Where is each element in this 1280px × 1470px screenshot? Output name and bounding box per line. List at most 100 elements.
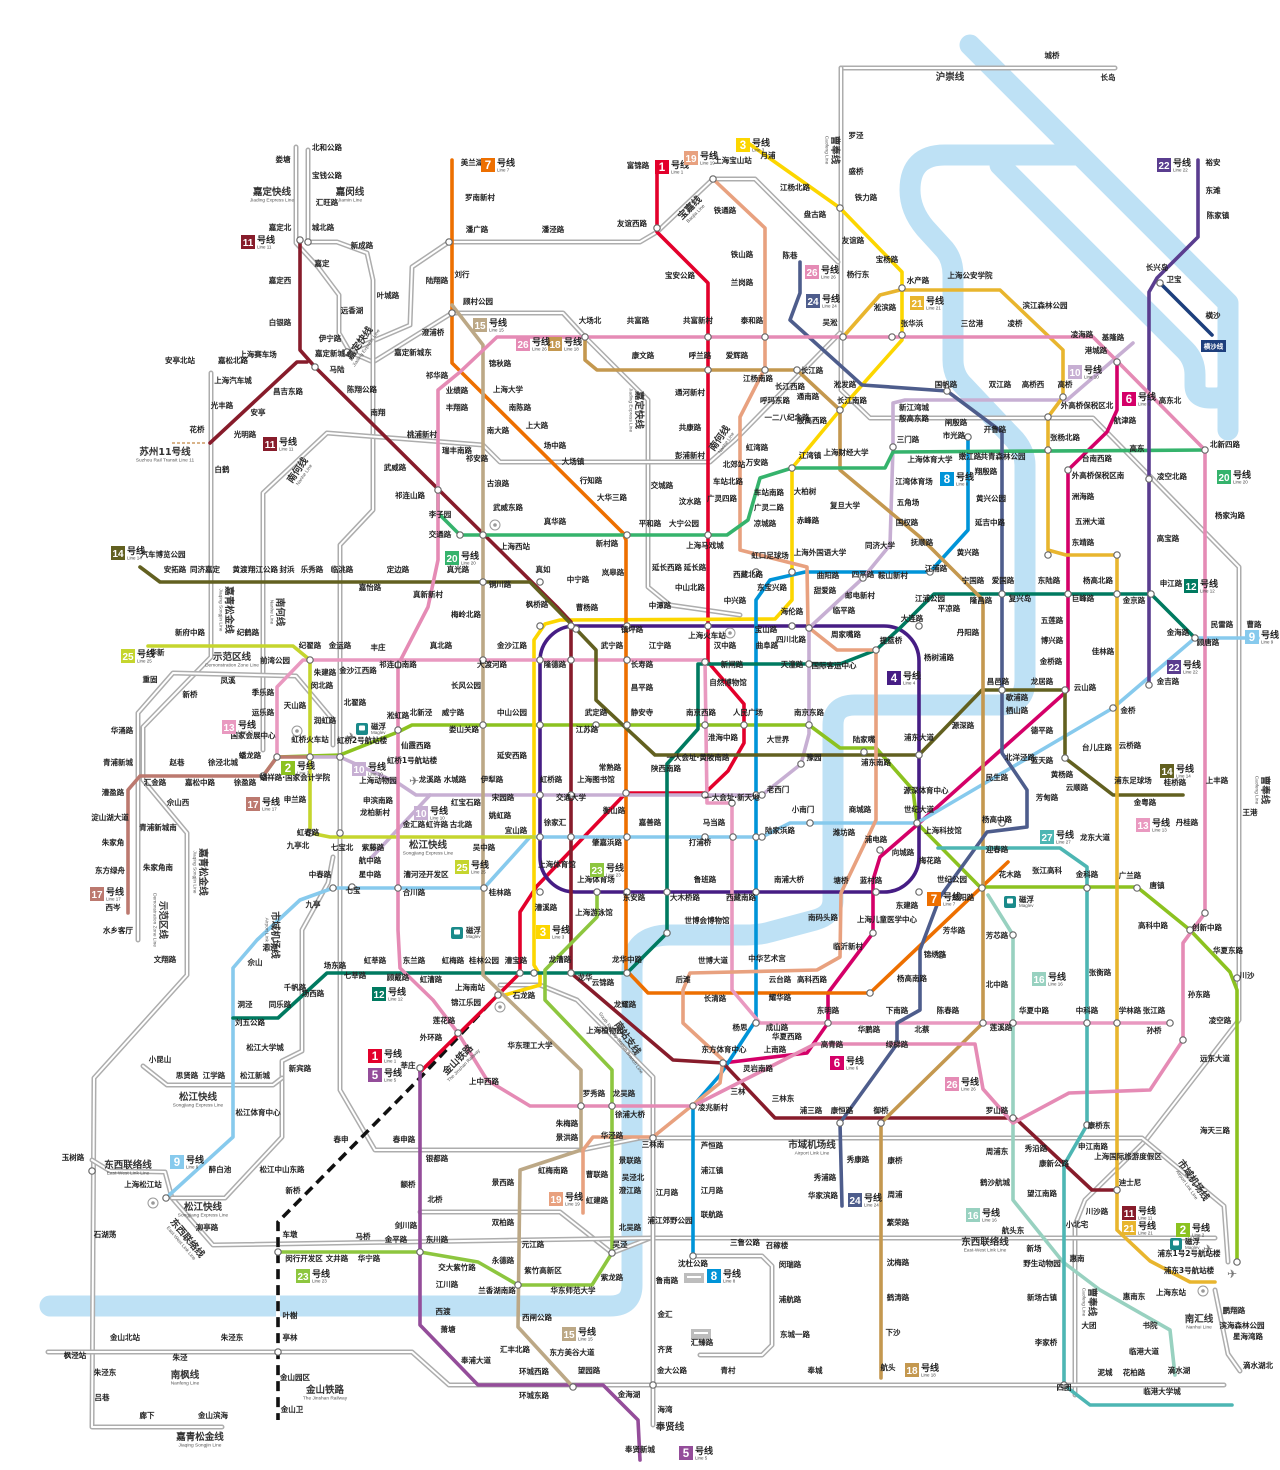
interchange-station (898, 331, 906, 339)
station-label: 西闸公路 (522, 1312, 552, 1322)
line-suffix: 号线 (1138, 1205, 1156, 1217)
station-label: 长岛 (1101, 72, 1117, 82)
line-suffix: 号线 (1138, 391, 1156, 403)
rail-icon (494, 1001, 506, 1013)
station-label: 上海游泳馆 (575, 907, 613, 917)
suburban-line-english-name: Jiamin Line (338, 198, 363, 204)
station-label: 华新 (150, 647, 165, 657)
station-label: 陆翔路 (426, 275, 449, 285)
station-label: 丹桂路 (1176, 817, 1199, 827)
station-label: 迪士尼 (1119, 1177, 1142, 1187)
station-label: 华东师范大学 (551, 1285, 596, 1295)
depot-glyph (687, 1276, 701, 1278)
station-label: 康文路 (632, 350, 655, 360)
line-english-name: Line 18 (921, 1373, 936, 1378)
station-label: 姚虹路 (488, 810, 512, 820)
station-label: 朱家角 (102, 837, 125, 847)
station-label: 江湾体育场 (895, 476, 933, 486)
station-label: 中兴路 (724, 595, 747, 605)
station-label: 新场 (1027, 1243, 1043, 1253)
station-label: 自然博物馆 (709, 677, 747, 687)
line-badge-swatch (516, 337, 530, 351)
station-label: 凉城路 (754, 518, 777, 528)
line-english-name: Line 10 (368, 772, 383, 777)
line-badge-swatch (848, 1193, 862, 1207)
line-number: 10 (415, 809, 427, 820)
interchange-station (937, 951, 945, 959)
interchange-station (663, 929, 671, 937)
line-english-name: Line 23 (312, 1279, 327, 1284)
line-badge-swatch (121, 649, 135, 663)
interchange-station (915, 888, 923, 896)
station-label: 一二八纪念路 (765, 412, 810, 422)
station-label: 东陆路 (1038, 575, 1061, 585)
station-label: 芳甸路 (1036, 792, 1059, 802)
station-label: 定边路 (387, 564, 410, 574)
station-label: 龙阳路 (952, 892, 975, 902)
station-label: 临洮路 (331, 564, 354, 574)
station-label: 市光路 (943, 430, 966, 440)
station-label: 李子园 (428, 509, 452, 519)
suburban-line-english-name: Songjiang Express Line (173, 1103, 224, 1109)
station-label: 淀山湖大道 (91, 812, 129, 822)
suburban-line-name: 松江快线 (184, 1201, 223, 1213)
station-label: 东方美谷大道 (550, 1347, 595, 1357)
interchange-station (259, 772, 267, 780)
station-label: 友谊路 (841, 235, 865, 245)
station-label: 祁华路 (426, 370, 449, 380)
interchange-station (296, 236, 304, 244)
line-number: 9 (1249, 632, 1255, 644)
station-label: 兰香湖南路 (478, 1285, 516, 1295)
station-label: 上海图书馆 (577, 774, 615, 784)
suburban-line-name: 南枫线 (171, 1369, 200, 1381)
station-label: 秀浦路 (813, 1172, 837, 1182)
interchange-station (1061, 754, 1069, 762)
station-label: 东方体育中心 (702, 1044, 747, 1054)
interchange-station (577, 1102, 585, 1110)
station-label: 白银路 (269, 317, 292, 327)
station-label: 水乡客厅 (103, 925, 133, 935)
line-suffix: 号线 (1152, 817, 1170, 829)
station-label: 大场镇 (562, 456, 585, 466)
line-track (146, 644, 536, 839)
line-suffix: 号线 (578, 1326, 596, 1338)
station-label: 杨高南路 (897, 973, 927, 983)
station-label: 华夏西路 (772, 1031, 802, 1041)
station-label: 临港大道 (1129, 1346, 1159, 1356)
station-label: 唐镇 (1150, 880, 1166, 890)
station-label: 汇旺路 (316, 197, 339, 207)
line-suffix: 号线 (384, 1067, 402, 1079)
suburban-line-core (346, 178, 839, 353)
station-label: 申兰路 (284, 794, 307, 804)
line-english-name: Line 22 (1173, 168, 1188, 173)
station-label: 申江路 (1160, 578, 1183, 588)
suburban-line-name: 曹奉线 (1259, 776, 1271, 805)
line-english-name: Line 14 (127, 556, 142, 561)
station-label: 虹桥1号航站楼 (387, 755, 438, 765)
suburban-line-english-name: Caofeng Line (824, 136, 830, 165)
station-label: 金山滨海 (197, 1410, 228, 1420)
line-number: 19 (685, 154, 697, 165)
station-label: 枫泾站 (64, 1350, 87, 1360)
station-label: 新成路 (351, 240, 374, 250)
station-label: 泗泾 (263, 942, 278, 952)
station-label: 武宁路 (601, 640, 624, 650)
station-label: 嘉定北 (268, 222, 292, 232)
interchange-station (336, 753, 344, 761)
station-label: 国家会展中心 (231, 730, 276, 740)
station-label: 宋园路 (492, 792, 515, 802)
station-label: 永德路 (491, 1255, 515, 1265)
interchange-station (1186, 926, 1194, 934)
station-label: 呼兰路 (689, 350, 712, 360)
station-label: 祁连山路 (395, 490, 425, 500)
metro-line-1 (418, 163, 746, 1074)
station-label: 通南路 (797, 391, 820, 401)
interchange-station (567, 656, 575, 664)
